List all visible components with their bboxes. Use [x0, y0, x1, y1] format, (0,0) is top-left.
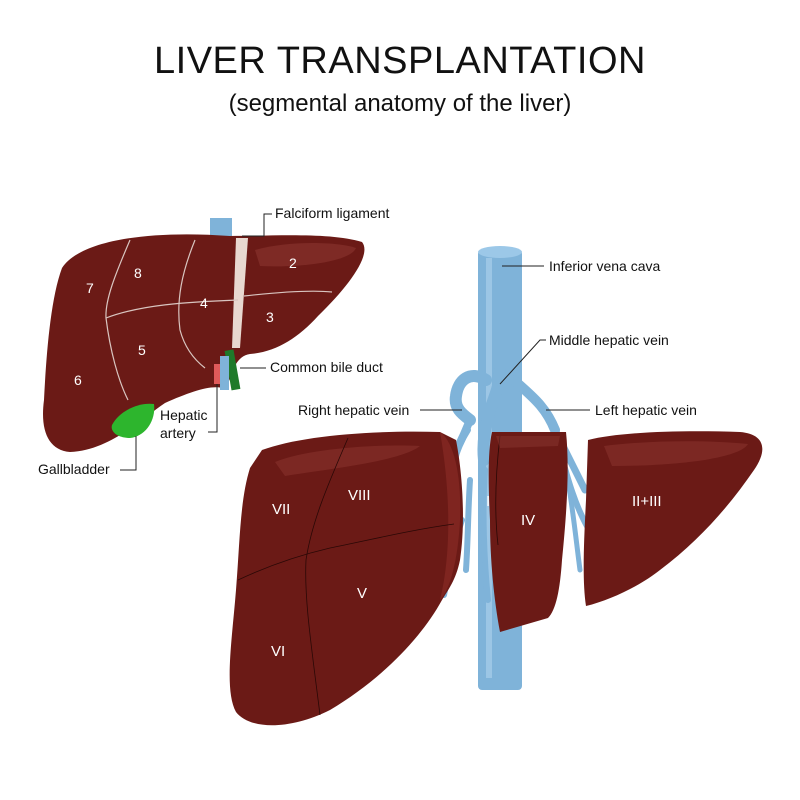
label-ivc: Inferior vena cava [549, 258, 660, 274]
segment-3: 3 [266, 309, 274, 325]
segment-i: I [486, 493, 490, 510]
leader-artery [208, 384, 218, 433]
label-hepatic-artery-2: artery [160, 425, 196, 441]
small-ivc [210, 218, 232, 240]
leader-gallbladder [120, 436, 137, 471]
page-title: LIVER TRANSPLANTATION [154, 40, 646, 82]
segment-8: 8 [134, 265, 142, 281]
label-middle-hepatic-vein: Middle hepatic vein [549, 332, 669, 348]
hepatic-artery [214, 364, 220, 384]
label-left-hepatic-vein: Left hepatic vein [595, 402, 697, 418]
label-falciform: Falciform ligament [275, 205, 389, 221]
page-subtitle: (segmental anatomy of the liver) [228, 90, 572, 117]
left-lobe-highlight [604, 441, 748, 466]
large-liver: VII VIII V VI I IV II+III [229, 246, 763, 726]
segment-vi: VI [271, 643, 285, 660]
segment-2: 2 [289, 255, 297, 271]
portal-vein-small [220, 356, 229, 390]
segment-4: 4 [200, 295, 208, 311]
leader-falciform [242, 213, 272, 237]
segment-7: 7 [86, 280, 94, 296]
central-lobe [488, 432, 568, 632]
segment-viii: VIII [348, 487, 371, 504]
segment-line [178, 239, 206, 369]
small-liver-body [43, 234, 365, 452]
falciform-ligament [232, 238, 248, 348]
small-liver-highlight [255, 243, 356, 267]
right-lobe-highlight [275, 445, 420, 476]
label-gallbladder: Gallbladder [38, 461, 110, 477]
gallbladder [111, 403, 155, 438]
segment-6: 6 [74, 372, 82, 388]
segment-line [105, 299, 239, 319]
right-lobe [229, 431, 463, 726]
segment-ii-iii: II+III [632, 493, 662, 510]
label-hepatic-artery-1: Hepatic [160, 407, 207, 423]
segment-line [243, 290, 333, 297]
segment-v: V [357, 585, 367, 602]
segment-iv: IV [521, 512, 535, 529]
left-lobe [583, 431, 763, 606]
label-common-bile-duct: Common bile duct [270, 359, 383, 375]
segment-line [305, 437, 349, 716]
right-lobe-cut-face [440, 432, 461, 600]
ivc-top [478, 246, 522, 258]
leader-middle-hv [499, 339, 546, 385]
central-highlight [496, 436, 560, 448]
segment-line [237, 523, 455, 581]
label-right-hepatic-vein: Right hepatic vein [298, 402, 409, 418]
segment-5: 5 [138, 342, 146, 358]
small-liver: 2 3 4 5 6 7 8 [43, 218, 365, 452]
segment-line [495, 435, 501, 546]
segment-vii: VII [272, 501, 290, 518]
